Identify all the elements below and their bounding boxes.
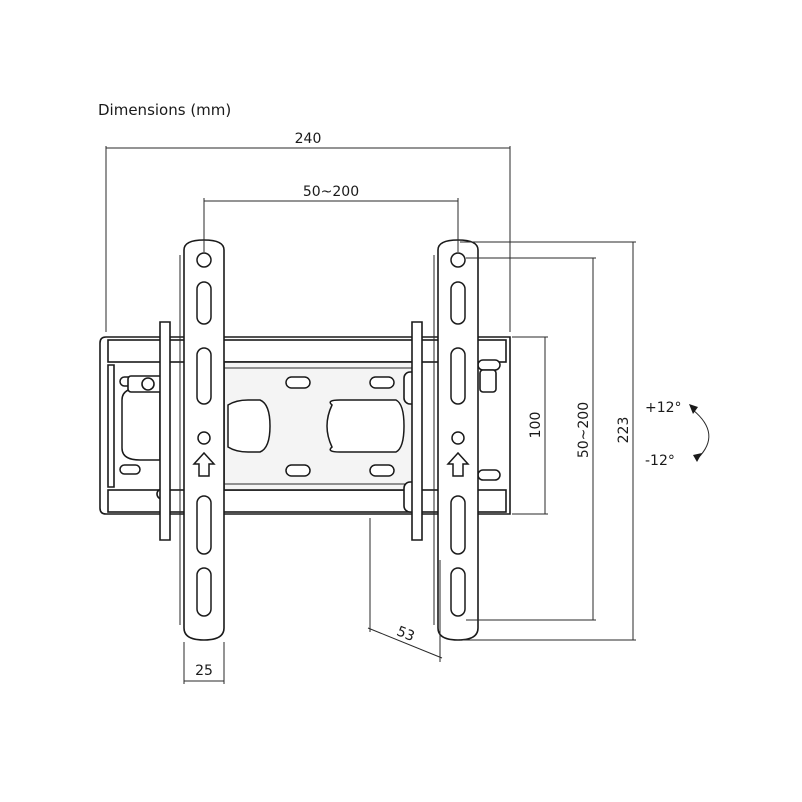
tilt-arc (692, 409, 710, 459)
tilt-down-label: -12° (645, 453, 675, 469)
drawing-title: Dimensions (mm) (98, 101, 231, 119)
dimension-vesa-horizontal: 50~200 (203, 184, 459, 252)
right-vertical-arm (411, 239, 479, 641)
vesa-horizontal-label: 50~200 (303, 184, 359, 200)
tilt-up-label: +12° (645, 400, 682, 416)
overall-height-label: 223 (616, 417, 632, 444)
dimension-depth: 53 (367, 518, 443, 662)
dimension-plate-height: 100 (512, 336, 548, 515)
tilt-arrow-up-icon (689, 404, 698, 414)
tilt-indicator: +12° -12° (645, 400, 710, 469)
depth-label: 53 (394, 624, 417, 646)
dimension-overall-width: 240 (105, 131, 511, 332)
tilt-arrow-down-icon (693, 453, 702, 462)
vesa-vertical-label: 50~200 (576, 402, 592, 458)
left-vertical-arm (159, 239, 225, 641)
center-plate (223, 361, 421, 513)
plate-height-label: 100 (528, 412, 544, 439)
dimension-vesa-vertical: 50~200 (466, 257, 596, 621)
arm-width-label: 25 (195, 663, 213, 679)
dimension-overall-height: 223 (460, 241, 636, 641)
dimension-arm-width: 25 (183, 642, 225, 684)
overall-width-label: 240 (295, 131, 322, 147)
